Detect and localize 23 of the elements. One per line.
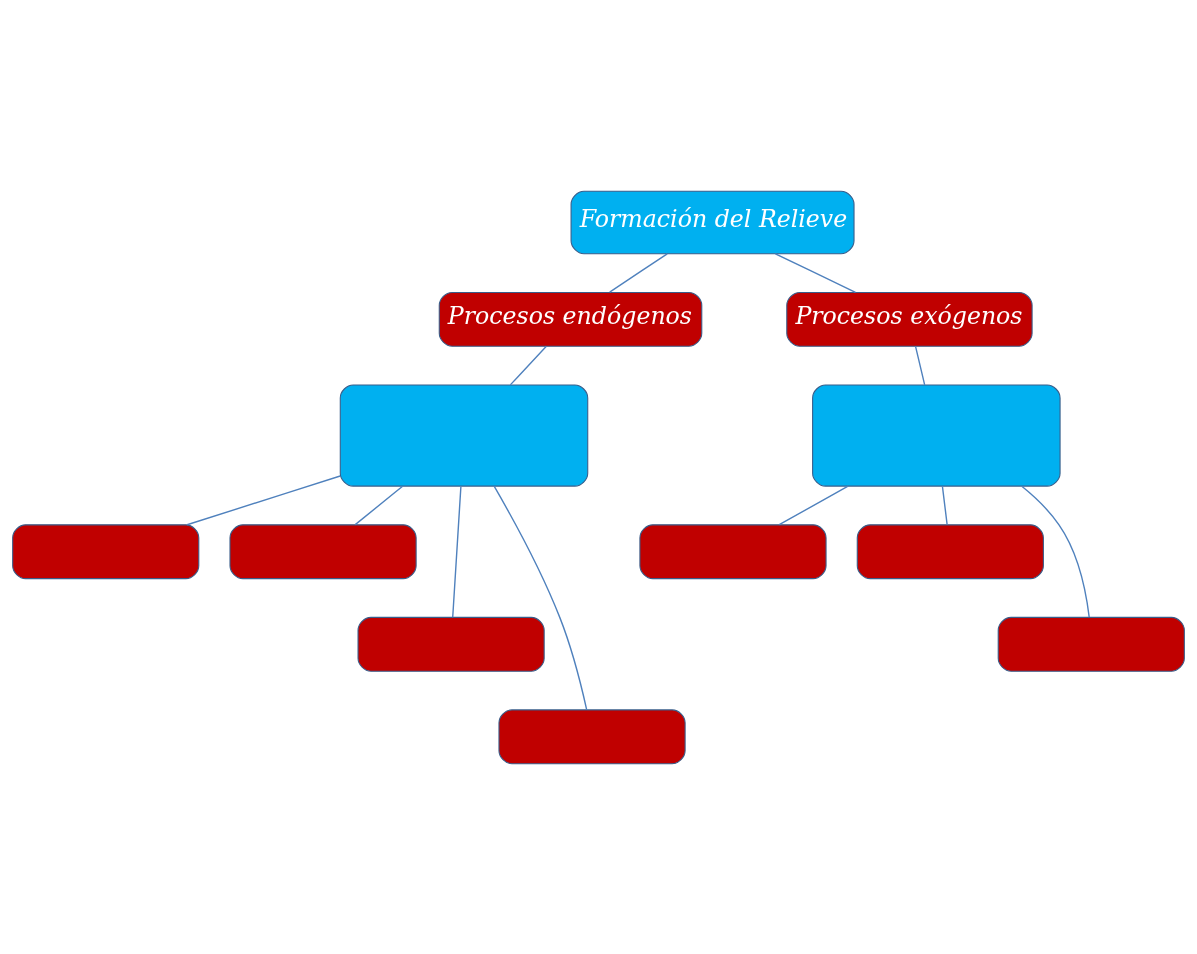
- connector: [509, 345, 548, 386]
- connector: [452, 485, 462, 618]
- connector: [778, 484, 849, 525]
- node-box: [339, 383, 589, 487]
- node-box: [812, 383, 1061, 487]
- connector: [493, 485, 588, 710]
- node-box: [12, 523, 200, 579]
- node-box: [229, 523, 417, 579]
- connector: [774, 252, 857, 293]
- connector: [914, 345, 926, 386]
- connector: [941, 485, 948, 525]
- node-box: Procesos endógenos: [438, 291, 703, 347]
- connector: [609, 252, 668, 293]
- node-box: [997, 616, 1185, 672]
- connector: [1021, 485, 1090, 618]
- connector: [186, 474, 341, 525]
- connector: [354, 485, 404, 525]
- node-box: [639, 523, 827, 579]
- node-box: [856, 523, 1044, 579]
- node-box: [357, 616, 545, 672]
- node-box: [498, 708, 686, 764]
- node-box: Formación del Relieve: [570, 190, 855, 254]
- node-box: Procesos exógenos: [786, 291, 1033, 347]
